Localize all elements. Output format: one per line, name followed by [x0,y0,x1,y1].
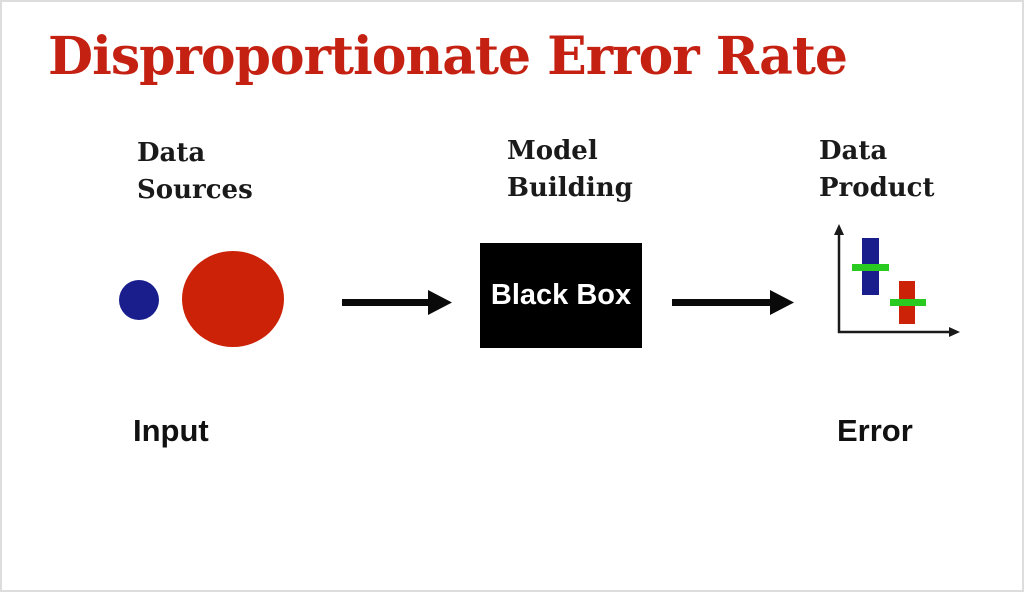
small-input-circle [119,280,159,320]
stage-label-model-building: Model Building [507,133,633,207]
arrow-shaft [342,299,430,306]
arrow-head [428,290,452,315]
flow-arrow-icon [672,290,794,315]
stage-label-line: Data [819,136,888,166]
red-mean-marker [890,299,926,306]
stage-label-line: Data [137,138,206,168]
error-bar-chart [834,224,960,337]
error-caption: Error [837,413,913,448]
input-caption: Input [133,413,209,448]
stage-label-line: Model [507,136,598,166]
blue-mean-marker [852,264,889,271]
arrow-head [770,290,794,315]
arrow-shaft [672,299,772,306]
stage-label-data-product: Data Product [819,133,935,207]
stage-label-data-sources: Data Sources [137,135,253,209]
flow-arrow-icon [342,290,452,315]
slide-title: Disproportionate Error Rate [48,26,848,87]
stage-label-line: Product [819,173,935,203]
x-axis-arrow-icon [949,327,960,337]
y-axis-arrow-icon [834,224,844,235]
black-box-label: Black Box [490,279,632,311]
black-box: Black Box [480,243,642,348]
large-input-circle [182,251,284,347]
stage-label-line: Building [507,173,633,203]
stage-label-line: Sources [137,175,253,205]
